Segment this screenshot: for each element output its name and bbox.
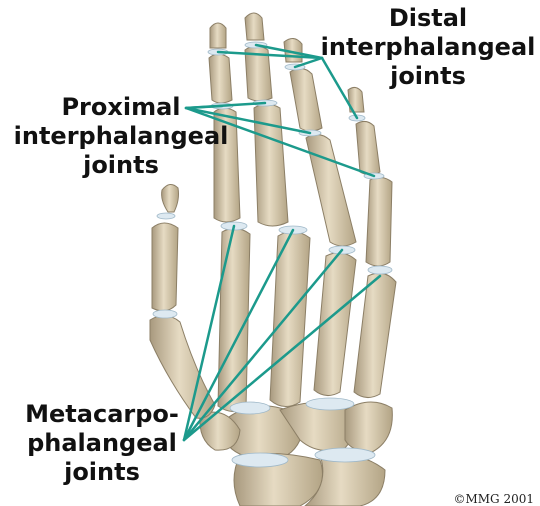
label-distal-interphalangeal-joints: Distal interphalangeal joints: [318, 4, 538, 91]
label-line: Metacarpo-: [2, 400, 202, 429]
label-line: joints: [6, 151, 236, 180]
label-line: joints: [2, 458, 202, 487]
label-line: Distal: [318, 4, 538, 33]
label-line: joints: [318, 62, 538, 91]
label-line: interphalangeal: [318, 33, 538, 62]
label-line: phalangeal: [2, 429, 202, 458]
label-line: interphalangeal: [6, 122, 236, 151]
label-metacarpophalangeal-joints: Metacarpo- phalangeal joints: [2, 400, 202, 487]
copyright-notice: ©MMG 2001: [453, 492, 534, 506]
thumb-bones: [150, 184, 215, 418]
label-proximal-interphalangeal-joints: Proximal interphalangeal joints: [6, 93, 236, 180]
label-line: Proximal: [6, 93, 236, 122]
